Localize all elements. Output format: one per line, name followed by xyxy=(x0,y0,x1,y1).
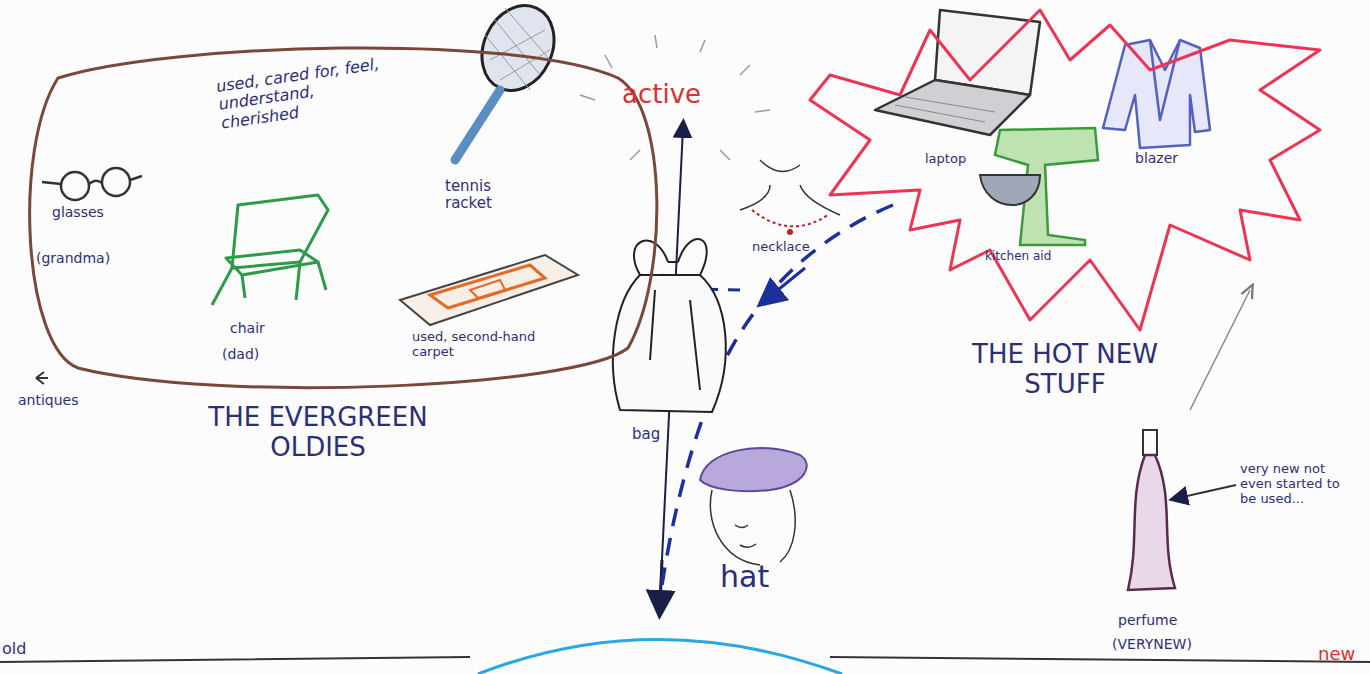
baseline xyxy=(0,657,1370,662)
item-label: tennis racket xyxy=(445,178,535,213)
hot-new-starburst: THE HOT NEW STUFF xyxy=(805,0,1345,420)
item-label: glasses xyxy=(52,204,132,220)
item-label: laptop xyxy=(925,152,1005,167)
side-note: antiques xyxy=(18,392,108,408)
perfume-rise-arrow xyxy=(1190,290,1250,410)
group-heading: THE HOT NEW STUFF xyxy=(945,340,1185,400)
side-note: very new not even started to be used... xyxy=(1240,462,1350,507)
bag-drawing xyxy=(613,239,726,412)
item-label: kitchen aid xyxy=(985,250,1085,264)
item-label: chair xyxy=(230,320,290,336)
necklace-drawing xyxy=(740,160,840,235)
hat-drawing xyxy=(700,448,807,565)
item-label: blazer xyxy=(1135,150,1215,166)
carpet-drawing xyxy=(400,255,578,325)
mixer-drawing xyxy=(980,128,1098,245)
group-heading: THE EVERGREEN OLDIES xyxy=(168,403,468,463)
item-label: necklace xyxy=(752,240,842,255)
owner-note: (VERYNEW) xyxy=(1112,636,1232,652)
perfume-drawing xyxy=(1128,430,1236,590)
racket-drawing xyxy=(455,0,567,160)
active-rays xyxy=(580,35,770,160)
chair-drawing xyxy=(212,195,328,305)
owner-note: (dad) xyxy=(222,346,282,362)
item-label: bag xyxy=(632,426,692,443)
item-label: hat xyxy=(720,560,790,595)
laptop-drawing xyxy=(875,10,1040,135)
item-label: perfume xyxy=(1118,612,1208,628)
outline-path xyxy=(810,10,1320,330)
group-note: used, cared for, feel, understand, cheri… xyxy=(215,54,391,132)
outline-path xyxy=(30,48,657,388)
antiques-arrow xyxy=(36,372,48,384)
axis-end-label: old xyxy=(2,640,52,658)
item-label: used, second-hand carpet xyxy=(412,330,572,360)
blue-arc xyxy=(478,640,842,674)
axis-label: active xyxy=(622,80,732,110)
blazer-drawing xyxy=(1103,40,1210,148)
owner-note: (grandma) xyxy=(36,250,146,266)
evergreen-blob: THE EVERGREEN OLDIES used, cared for, fee… xyxy=(18,38,658,468)
axis-end-label: new xyxy=(1318,644,1368,665)
glasses-drawing xyxy=(42,168,142,200)
